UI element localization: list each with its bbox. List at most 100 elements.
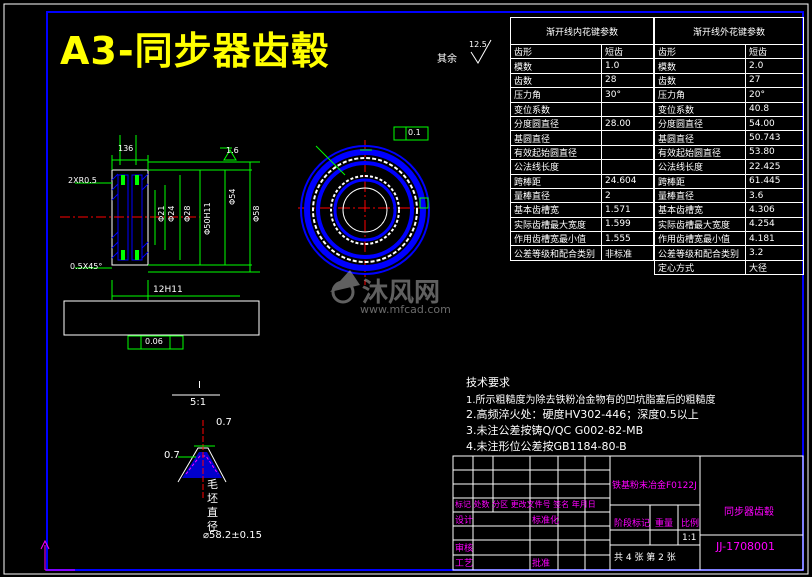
outer-row-value: 短齿 [745, 43, 804, 60]
outer-row-label: 有效起始圆直径 [654, 144, 746, 161]
watermark-logo [330, 270, 360, 304]
detail-view [172, 394, 227, 500]
title-process: 工艺 [455, 559, 474, 569]
roughness-symbol [470, 39, 492, 64]
inner-row-label: 公法线长度 [510, 159, 602, 175]
blank-diameter-label: 毛坯直径 [207, 478, 218, 533]
outer-row-value: 22.425 [745, 159, 804, 175]
outer-row-label: 压力角 [654, 87, 746, 103]
detail-dim-2: 0.7 [164, 450, 180, 461]
tech-item-3: 3.未注公差按铸Q/QC G002-82-MB [466, 424, 644, 437]
inner-row-value: 1.599 [601, 216, 654, 233]
tech-item-1: 1.所示粗糙度为除去铁粉冶金物有的凹坑脂塞后的粗糙度 [466, 395, 716, 406]
tech-item-2: 2.高频淬火处：硬度HV302-446；深度0.5以上 [466, 408, 699, 421]
inner-row-value: 28.00 [601, 115, 654, 132]
title-standard: 标准化 [532, 516, 560, 526]
dim-flatness: 0.06 [145, 337, 163, 346]
inner-table-heading: 渐开线内花键参数 [510, 17, 654, 45]
inner-row-label: 量棒直径 [510, 187, 602, 204]
inner-row-value: 28 [601, 72, 654, 89]
dim-roughness-16: 1.6 [226, 146, 239, 155]
title-drawing-no: JJ-1708001 [716, 540, 776, 553]
outer-row-value: 54.00 [745, 115, 804, 132]
inner-row-value [601, 101, 654, 117]
watermark-brand: 沐风网 [362, 278, 441, 308]
inner-row-label: 基本齿槽宽 [510, 202, 602, 218]
outer-row-value: 4.181 [745, 231, 804, 247]
title-sheets: 共 4 张 第 2 张 [614, 553, 676, 563]
inner-row-label: 模数 [510, 58, 602, 74]
drawing-title: A3-同步器齿毂 [60, 29, 330, 73]
dim-d21: Φ21 [157, 205, 166, 222]
blank-diameter-value: ⌀58.2±0.15 [203, 530, 262, 541]
outer-row-value: 61.445 [745, 173, 804, 189]
title-block-lines [452, 455, 804, 571]
inner-row-value: 30° [601, 87, 654, 103]
title-header-row: 标记 处数 分区 更改文件号 签名 年月日 [455, 500, 596, 509]
dim-chamfer2: 0.5X45° [70, 262, 103, 271]
tech-item-4: 4.未注形位公差按GB1184-80-B [466, 440, 627, 453]
inner-row-label: 跨棒距 [510, 173, 602, 189]
outer-row-label: 变位系数 [654, 101, 746, 117]
dim-chamfer: 2XR0.5 [68, 176, 97, 185]
outer-row-label: 齿形 [654, 43, 746, 60]
inner-row-value: 1.571 [601, 202, 654, 218]
inner-row-label: 齿形 [510, 43, 602, 60]
outer-row-label: 跨棒距 [654, 173, 746, 189]
inner-row-value: 1.555 [601, 231, 654, 247]
outer-row-value: 4.254 [745, 216, 804, 233]
inner-row-label: 实际齿槽最大宽度 [510, 216, 602, 233]
outer-row-label: 作用齿槽宽最小值 [654, 231, 746, 247]
outer-row-value: 3.2 [745, 245, 804, 261]
inner-row-label: 变位系数 [510, 101, 602, 117]
outer-row-label: 基圆直径 [654, 130, 746, 146]
title-weight: 重量 [655, 519, 674, 529]
drawing-frame [46, 11, 804, 571]
title-stage: 阶段标记 [614, 519, 651, 529]
outer-row-value: 50.743 [745, 130, 804, 146]
inner-row-value [601, 159, 654, 175]
inner-row-value [601, 144, 654, 161]
outer-row-label: 模数 [654, 58, 746, 74]
roughness-rest-label: 其余 [437, 54, 457, 65]
dim-width: 12H11 [153, 285, 183, 295]
outer-row-value: 2.0 [745, 58, 804, 74]
title-design: 设计 [455, 516, 474, 526]
section-view [60, 135, 260, 350]
inner-row-label: 齿数 [510, 72, 602, 89]
outer-row-label: 公差等级和配合类别 [654, 245, 746, 261]
ucs-icon [40, 539, 75, 571]
outer-row-value: 3.6 [745, 187, 804, 204]
dim-d58: Φ58 [252, 205, 261, 222]
inner-row-label: 作用齿槽宽最小值 [510, 231, 602, 247]
inner-row-label: 基圆直径 [510, 130, 602, 146]
inner-row-value: 短齿 [601, 43, 654, 60]
dim-d24: Φ24 [167, 205, 176, 222]
detail-dim-1: 0.7 [216, 417, 232, 428]
inner-row-value: 24.604 [601, 173, 654, 189]
sheet-border [3, 3, 809, 575]
detail-label: I [198, 380, 201, 391]
inner-row-label: 公差等级和配合类别 [510, 245, 602, 261]
front-view [298, 126, 432, 285]
outer-row-value: 4.306 [745, 202, 804, 218]
inner-row-label: 压力角 [510, 87, 602, 103]
dim-d50: Φ50H11 [203, 202, 212, 235]
outer-row-label: 基本齿槽宽 [654, 202, 746, 218]
title-part-name: 同步器齿毂 [724, 507, 774, 518]
outer-row-label: 定心方式 [654, 259, 746, 276]
outer-row-value: 53.80 [745, 144, 804, 161]
tech-heading: 技术要求 [466, 376, 510, 389]
inner-row-label: 分度圆直径 [510, 115, 602, 132]
watermark-url: www.mfcad.com [360, 303, 451, 316]
title-review: 审核 [455, 544, 474, 554]
dim-d54: Φ54 [228, 188, 237, 205]
outer-table-heading: 渐开线外花键参数 [654, 17, 804, 45]
outer-row-label: 公法线长度 [654, 159, 746, 175]
title-approve: 批准 [532, 559, 551, 569]
dim-136: 136 [118, 144, 134, 153]
outer-row-label: 量棒直径 [654, 187, 746, 204]
